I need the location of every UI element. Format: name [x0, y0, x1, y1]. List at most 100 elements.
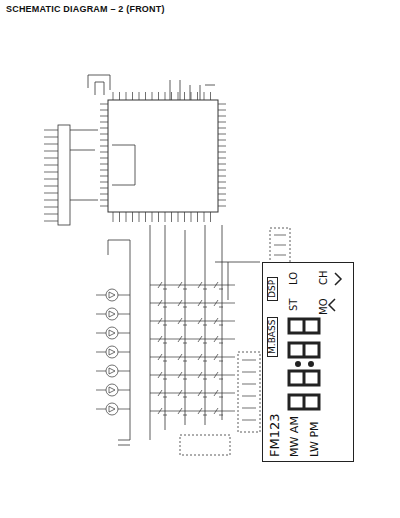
connector-pin	[44, 193, 58, 194]
diode-mark	[109, 330, 115, 336]
switch-symbol	[198, 390, 207, 397]
ic-pin	[184, 92, 185, 100]
arrow-icon	[329, 273, 341, 311]
lcd-indicator: LW PM	[309, 421, 320, 457]
lcd-indicator: ST	[289, 299, 299, 311]
connector-pin	[44, 186, 58, 187]
ic-pin	[165, 92, 166, 100]
led-symbol	[106, 308, 118, 320]
switch-symbol	[198, 282, 207, 289]
ic-pin	[218, 152, 226, 153]
ic-pin	[165, 212, 166, 222]
ic-pin	[100, 146, 108, 147]
wire	[118, 314, 130, 315]
connector-pin	[44, 172, 58, 173]
ic-pin	[132, 212, 133, 222]
ic-pin	[152, 92, 153, 100]
ic-pin	[218, 182, 226, 183]
matrix-row	[150, 375, 235, 376]
ic-pin	[126, 212, 127, 222]
ic-pin	[218, 170, 226, 171]
connector-strip	[58, 125, 70, 225]
ic-pin	[204, 92, 205, 100]
connector-pin	[44, 200, 58, 201]
connector-pin	[44, 151, 58, 152]
lcd-display: FM123MW AMLW PMM.BASSDSPSTLOMOCH	[262, 262, 354, 462]
ic-pin	[218, 200, 226, 201]
ic-pin	[218, 116, 226, 117]
connector-pin	[44, 221, 58, 222]
lcd-indicator: DSP	[267, 277, 278, 301]
switch-symbol	[242, 372, 256, 373]
switch-symbol	[158, 282, 167, 289]
ic-pin	[145, 92, 146, 100]
led-symbol	[106, 289, 118, 301]
matrix-row	[150, 357, 235, 358]
wire	[88, 75, 110, 90]
lcd-face: FM123MW AMLW PMM.BASSDSPSTLOMOCH	[263, 263, 353, 461]
switch-symbol	[158, 300, 167, 307]
ic-pin	[178, 212, 179, 222]
switch-symbol	[158, 408, 167, 415]
switch-symbol	[214, 354, 223, 361]
switch-symbol	[214, 408, 223, 415]
switch-symbol	[214, 390, 223, 397]
switch-symbol	[242, 396, 256, 397]
ic-pin	[171, 212, 172, 222]
ic-pin	[178, 92, 179, 100]
ic-pin	[218, 164, 226, 165]
ic-pin	[191, 92, 192, 100]
diode-mark	[109, 349, 115, 355]
ic-pin	[100, 200, 108, 201]
ic-pin	[218, 146, 226, 147]
wire	[96, 314, 106, 315]
connector-pin	[44, 130, 58, 131]
diode-mark	[109, 387, 115, 393]
wire	[215, 262, 260, 300]
wire	[108, 240, 130, 255]
ic-pin	[218, 206, 226, 207]
ic-pin	[100, 134, 108, 135]
ic-pin	[100, 182, 108, 183]
ic-pin	[132, 92, 133, 100]
switch-symbol	[178, 390, 187, 397]
switch-symbol	[198, 372, 207, 379]
dashed-group	[238, 352, 260, 432]
segment-digit	[289, 319, 319, 333]
ic-pin	[119, 212, 120, 222]
wire	[96, 333, 106, 334]
connector-pin	[44, 214, 58, 215]
switch-symbol	[242, 360, 256, 361]
ic-pin	[113, 92, 114, 100]
diode-mark	[109, 292, 115, 298]
ic-pin	[158, 92, 159, 100]
lcd-indicator: LO	[289, 272, 299, 285]
lcd-indicator: CH	[319, 270, 329, 285]
switch-symbol	[198, 318, 207, 325]
switch-symbol	[158, 372, 167, 379]
switch-symbol	[178, 300, 187, 307]
switch-symbol	[178, 372, 187, 379]
matrix-row	[150, 285, 235, 286]
wire	[118, 409, 130, 410]
ic-pin	[171, 92, 172, 100]
connector-pin	[44, 207, 58, 208]
switch-symbol	[198, 300, 207, 307]
switch-symbol	[274, 255, 286, 256]
ic-pin	[100, 176, 108, 177]
switch-symbol	[158, 354, 167, 361]
switch-symbol	[274, 245, 286, 246]
switch-symbol	[214, 318, 223, 325]
segment-digit	[289, 343, 319, 357]
wire	[118, 371, 130, 372]
lcd-indicator: MW AM	[289, 416, 300, 457]
wire	[95, 82, 104, 95]
ic-pin	[197, 212, 198, 222]
wire	[96, 371, 106, 372]
matrix-row	[150, 393, 235, 394]
switch-symbol	[214, 282, 223, 289]
diode-mark	[109, 311, 115, 317]
ic-pin	[218, 110, 226, 111]
switch-symbol	[214, 372, 223, 379]
ic-pin	[100, 170, 108, 171]
